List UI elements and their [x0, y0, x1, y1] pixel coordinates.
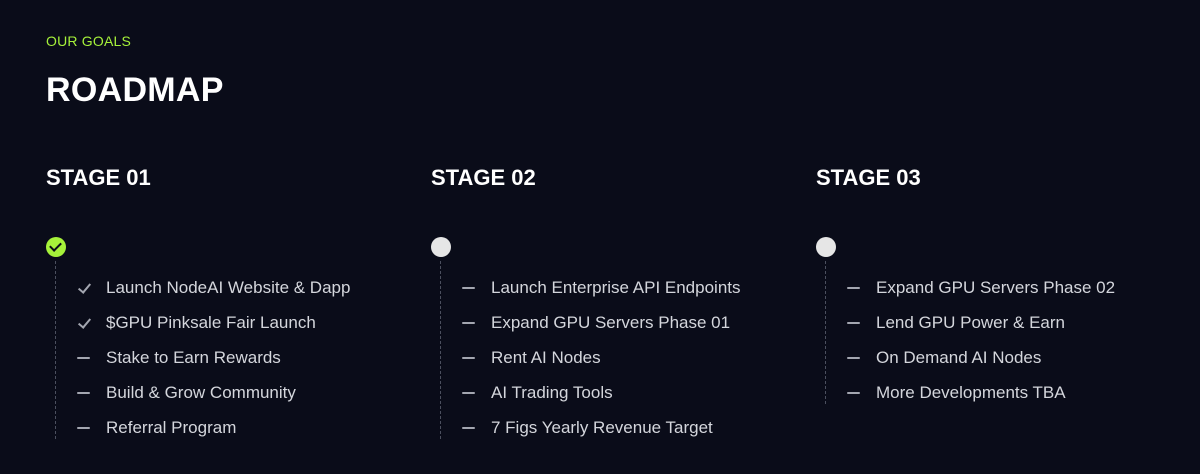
timeline-line	[440, 261, 441, 439]
dash-icon	[76, 350, 92, 366]
list-item: More Developments TBA	[846, 375, 1115, 410]
dash-icon	[76, 385, 92, 401]
dash-icon	[846, 385, 862, 401]
list-item: AI Trading Tools	[461, 375, 741, 410]
stage-item-list: Expand GPU Servers Phase 02 Lend GPU Pow…	[846, 270, 1115, 410]
circle-icon	[431, 237, 451, 257]
item-label: $GPU Pinksale Fair Launch	[106, 312, 316, 332]
stage-02: STAGE 02 Launch Enterprise API Endpoints…	[431, 164, 791, 439]
item-label: AI Trading Tools	[491, 382, 613, 402]
stage-01: STAGE 01 Launch NodeAI Website & Dapp $G…	[46, 164, 406, 439]
item-label: 7 Figs Yearly Revenue Target	[491, 417, 713, 437]
list-item: Expand GPU Servers Phase 01	[461, 305, 741, 340]
item-label: Expand GPU Servers Phase 02	[876, 277, 1116, 297]
dash-icon	[461, 350, 477, 366]
section-eyebrow: OUR GOALS	[46, 33, 132, 49]
item-label: Launch NodeAI Website & Dapp	[106, 277, 351, 297]
page-title: ROADMAP	[46, 71, 224, 109]
list-item: Expand GPU Servers Phase 02	[846, 270, 1115, 305]
item-label: Stake to Earn Rewards	[106, 347, 281, 367]
item-label: Referral Program	[106, 417, 237, 437]
stage-item-list: Launch Enterprise API Endpoints Expand G…	[461, 270, 741, 445]
item-label: Rent AI Nodes	[491, 347, 601, 367]
list-item: $GPU Pinksale Fair Launch	[76, 305, 350, 340]
dash-icon	[461, 280, 477, 296]
list-item: Launch NodeAI Website & Dapp	[76, 270, 350, 305]
dash-icon	[461, 385, 477, 401]
item-label: Expand GPU Servers Phase 01	[491, 312, 731, 332]
list-item: On Demand AI Nodes	[846, 340, 1115, 375]
dash-icon	[461, 420, 477, 436]
timeline-line	[55, 261, 56, 439]
list-item: 7 Figs Yearly Revenue Target	[461, 410, 741, 445]
stage-title: STAGE 01	[46, 165, 151, 190]
item-label: More Developments TBA	[876, 382, 1066, 402]
stage-item-list: Launch NodeAI Website & Dapp $GPU Pinksa…	[76, 270, 350, 445]
circle-icon	[816, 237, 836, 257]
list-item: Stake to Earn Rewards	[76, 340, 350, 375]
item-label: Lend GPU Power & Earn	[876, 312, 1065, 332]
item-label: On Demand AI Nodes	[876, 347, 1042, 367]
stage-03: STAGE 03 Expand GPU Servers Phase 02 Len…	[816, 164, 1176, 404]
dash-icon	[76, 420, 92, 436]
list-item: Rent AI Nodes	[461, 340, 741, 375]
item-label: Build & Grow Community	[106, 382, 296, 402]
list-item: Lend GPU Power & Earn	[846, 305, 1115, 340]
dash-icon	[846, 280, 862, 296]
list-item: Referral Program	[76, 410, 350, 445]
stage-title: STAGE 02	[431, 165, 536, 190]
check-icon	[76, 315, 92, 331]
check-icon	[76, 280, 92, 296]
dash-icon	[846, 315, 862, 331]
list-item: Build & Grow Community	[76, 375, 350, 410]
list-item: Launch Enterprise API Endpoints	[461, 270, 741, 305]
stage-title: STAGE 03	[816, 165, 921, 190]
check-circle-icon	[46, 237, 66, 257]
dash-icon	[846, 350, 862, 366]
dash-icon	[461, 315, 477, 331]
item-label: Launch Enterprise API Endpoints	[491, 277, 741, 297]
timeline-line	[825, 261, 826, 404]
